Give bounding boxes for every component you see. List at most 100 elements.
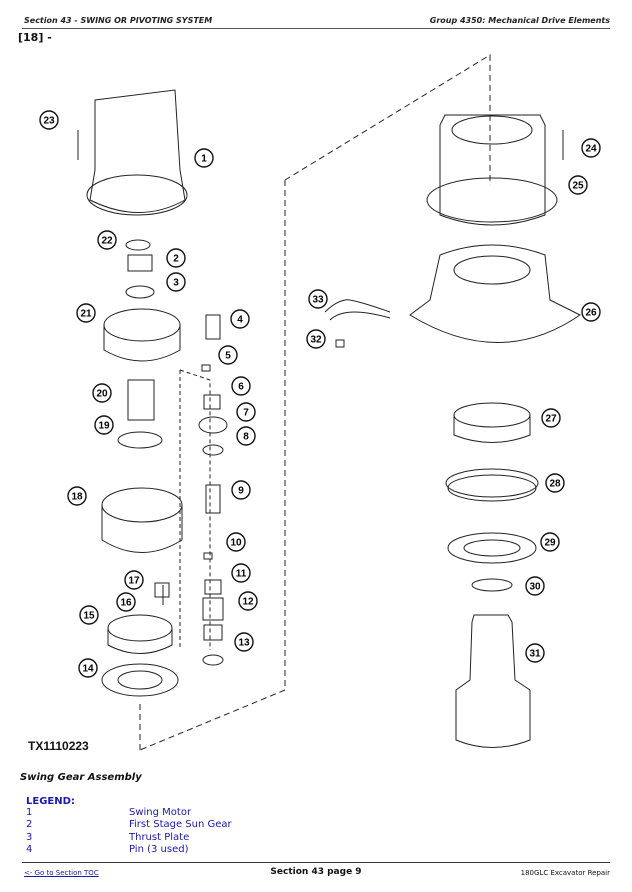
page-number: Section 43 page 9 bbox=[270, 867, 362, 877]
callout-circle bbox=[194, 148, 214, 168]
legend-label: Pin (3 used) bbox=[129, 843, 189, 855]
callout-28: 28 bbox=[545, 473, 565, 493]
callout-number: 23 bbox=[43, 116, 55, 127]
legend: LEGEND: 1 Swing Motor 2 First Stage Sun Ge… bbox=[26, 796, 232, 856]
callout-4: 4 bbox=[230, 309, 250, 329]
figure-id: TX1110223 bbox=[28, 739, 89, 753]
callout-number: 13 bbox=[238, 638, 250, 649]
callout-29: 29 bbox=[540, 532, 560, 552]
callout-2: 2 bbox=[166, 248, 186, 268]
legend-item: 2 First Stage Sun Gear bbox=[26, 819, 232, 831]
section-toc-link[interactable]: <- Go to Section TOC bbox=[24, 869, 99, 877]
legend-num: 2 bbox=[26, 819, 33, 831]
callout-circle bbox=[166, 248, 186, 268]
callout-17: 17 bbox=[124, 570, 144, 590]
callout-circle bbox=[116, 592, 136, 612]
callout-number: 15 bbox=[83, 611, 95, 622]
callout-circle bbox=[231, 563, 251, 583]
callout-number: 14 bbox=[82, 664, 94, 675]
callout-14: 14 bbox=[78, 658, 98, 678]
callout-21: 21 bbox=[76, 303, 96, 323]
legend-label: Swing Motor bbox=[129, 807, 192, 818]
callout-number: 18 bbox=[71, 492, 83, 503]
callout-circle bbox=[231, 480, 251, 500]
callout-circle bbox=[76, 303, 96, 323]
callout-number: 32 bbox=[310, 335, 322, 346]
callout-circle bbox=[39, 110, 59, 130]
callout-7: 7 bbox=[236, 402, 256, 422]
callout-1: 1 bbox=[194, 148, 214, 168]
callout-9: 9 bbox=[231, 480, 251, 500]
callout-number: 17 bbox=[128, 576, 140, 587]
callout-10: 10 bbox=[226, 532, 246, 552]
callout-circle bbox=[525, 643, 545, 663]
callout-19: 19 bbox=[94, 415, 114, 435]
callout-12: 12 bbox=[238, 591, 258, 611]
callout-circle bbox=[166, 272, 186, 292]
legend-title: LEGEND: bbox=[26, 796, 75, 807]
legend-item: 1 Swing Motor bbox=[26, 807, 232, 819]
callout-number: 33 bbox=[312, 295, 324, 306]
callout-31: 31 bbox=[525, 643, 545, 663]
callout-circle bbox=[238, 591, 258, 611]
callout-number: 8 bbox=[243, 432, 249, 443]
callout-number: 26 bbox=[585, 308, 597, 319]
figure-reference: [18] - bbox=[18, 31, 52, 44]
callout-15: 15 bbox=[79, 605, 99, 625]
callout-number: 2 bbox=[173, 254, 179, 265]
callout-30: 30 bbox=[525, 576, 545, 596]
callout-18: 18 bbox=[67, 486, 87, 506]
callout-number: 12 bbox=[242, 597, 254, 608]
callout-circle bbox=[226, 532, 246, 552]
callout-circle bbox=[124, 570, 144, 590]
callout-circle bbox=[540, 532, 560, 552]
callout-circle bbox=[231, 376, 251, 396]
callout-33: 33 bbox=[308, 289, 328, 309]
page-footer: <- Go to Section TOC Section 43 page 9 1… bbox=[22, 862, 610, 883]
callout-number: 30 bbox=[529, 582, 541, 593]
callout-number: 5 bbox=[225, 351, 231, 362]
callout-number: 10 bbox=[230, 538, 242, 549]
callout-circle bbox=[541, 408, 561, 428]
callout-circle bbox=[581, 138, 601, 158]
callout-circle bbox=[236, 426, 256, 446]
callout-number: 9 bbox=[238, 486, 244, 497]
page-header: Section 43 - SWING OR PIVOTING SYSTEM Gr… bbox=[22, 14, 610, 29]
callout-circle bbox=[67, 486, 87, 506]
callout-6: 6 bbox=[231, 376, 251, 396]
callout-13: 13 bbox=[234, 632, 254, 652]
callout-24: 24 bbox=[581, 138, 601, 158]
callout-number: 7 bbox=[243, 408, 249, 419]
callout-circle bbox=[78, 658, 98, 678]
callout-number: 3 bbox=[173, 278, 179, 289]
callout-number: 20 bbox=[96, 389, 108, 400]
callout-number: 16 bbox=[120, 598, 132, 609]
callout-circle bbox=[545, 473, 565, 493]
callout-circle bbox=[97, 230, 117, 250]
callout-number: 21 bbox=[80, 309, 92, 320]
legend-num: 3 bbox=[26, 831, 33, 843]
callout-20: 20 bbox=[92, 383, 112, 403]
callout-circle bbox=[92, 383, 112, 403]
callout-number: 31 bbox=[529, 649, 541, 660]
callout-number: 25 bbox=[572, 181, 584, 192]
legend-num: 4 bbox=[26, 843, 33, 855]
legend-num: 1 bbox=[26, 807, 33, 818]
callout-number: 6 bbox=[238, 382, 244, 393]
callout-circle bbox=[308, 289, 328, 309]
callout-5: 5 bbox=[218, 345, 238, 365]
callout-circle bbox=[581, 302, 601, 322]
callout-3: 3 bbox=[166, 272, 186, 292]
callout-circle bbox=[234, 632, 254, 652]
legend-label: First Stage Sun Gear bbox=[129, 819, 232, 831]
callout-number: 29 bbox=[544, 538, 556, 549]
callout-number: 27 bbox=[545, 414, 557, 425]
legend-label: Thrust Plate bbox=[129, 831, 190, 843]
callout-number: 28 bbox=[549, 479, 561, 490]
callout-circle bbox=[218, 345, 238, 365]
callout-8: 8 bbox=[236, 426, 256, 446]
callout-number: 22 bbox=[101, 236, 113, 247]
callout-number: 4 bbox=[237, 315, 243, 326]
callout-number: 19 bbox=[98, 421, 110, 432]
callout-23: 23 bbox=[39, 110, 59, 130]
